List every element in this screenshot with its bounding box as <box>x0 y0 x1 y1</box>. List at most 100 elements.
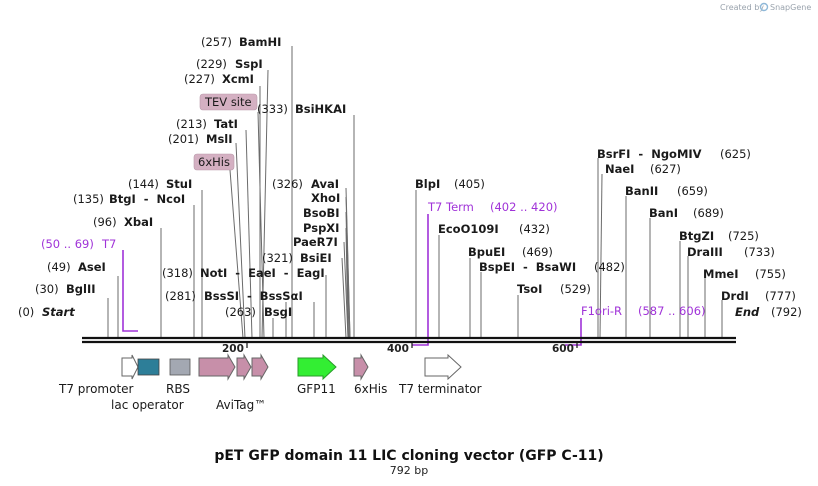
enzyme-ncoi-name[interactable]: BtgI - NcoI <box>109 192 185 206</box>
enzyme-noti-pos: (318) <box>162 266 193 280</box>
feature-6xhis-arrow[interactable] <box>353 353 369 381</box>
feature-t7-promoter-arrow[interactable] <box>121 354 139 380</box>
enzyme-xcmi-name[interactable]: XcmI <box>222 72 254 86</box>
enzyme-bsobi-name[interactable]: BsoBI <box>303 206 340 220</box>
primer-t7-name[interactable]: T7 <box>101 237 116 251</box>
primers <box>122 214 582 346</box>
primer-t7-range: (50 .. 69) <box>41 237 94 251</box>
enzyme-bsgi-pos: (263) <box>225 305 256 319</box>
tick-label-600: 600 <box>552 343 574 355</box>
tick-label-400: 400 <box>387 343 409 355</box>
enzyme-bpuei-name[interactable]: BpuEI <box>468 245 505 259</box>
map-title: pET GFP domain 11 LIC cloning vector (GF… <box>214 448 603 464</box>
leader-avai <box>345 187 351 339</box>
enzyme-bsssi-name[interactable]: BssSI - BssSαI <box>204 289 303 303</box>
feature-lac-operator-box[interactable] <box>137 358 160 376</box>
primer-f1ori-name[interactable]: F1ori-R <box>581 304 622 318</box>
credit-brand: SnapGene <box>770 3 811 12</box>
enzyme-start-name[interactable]: Start <box>42 305 75 319</box>
enzyme-start-pos: (0) <box>18 305 34 319</box>
leader-bsobi <box>345 211 350 339</box>
enzyme-stui-name[interactable]: StuI <box>166 177 192 191</box>
credit-prefix: Created by <box>720 3 764 12</box>
feature-t7-terminator-arrow[interactable] <box>424 353 462 381</box>
enzyme-bsihkai-pos: (333) <box>257 102 288 116</box>
leader-msli <box>235 142 246 339</box>
feature-his-arrow[interactable] <box>251 353 269 381</box>
enzyme-bspei-name[interactable]: BspEI - BsaWI <box>479 260 576 274</box>
primer-t7term-arrow[interactable] <box>412 214 429 346</box>
enzyme-blpi-name[interactable]: BlpI <box>415 177 440 191</box>
snapgene-logo-icon <box>759 2 769 12</box>
enzyme-drdi-name[interactable]: DrdI <box>721 289 749 303</box>
tev-site-box[interactable] <box>199 93 258 111</box>
enzyme-ecoo109i-name[interactable]: EcoO109I <box>438 222 499 236</box>
enzyme-bglii-name[interactable]: BglII <box>66 282 96 296</box>
enzyme-tati-name[interactable]: TatI <box>214 117 238 131</box>
enzyme-xbai-pos: (96) <box>93 215 117 229</box>
enzyme-asei-pos: (49) <box>47 260 71 274</box>
enzyme-mmei-name[interactable]: MmeI <box>703 267 739 281</box>
enzyme-naei-pos: (627) <box>650 162 681 176</box>
leader-bsiei <box>341 257 347 339</box>
dna-backbone: 200 400 600 <box>82 336 736 355</box>
primer-t7-arrow[interactable] <box>122 250 138 332</box>
enzyme-bamhi-name[interactable]: BamHI <box>239 35 281 49</box>
enzyme-xbai-name[interactable]: XbaI <box>124 215 153 229</box>
enzyme-pspxi-name[interactable]: PspXI <box>303 221 339 235</box>
enzyme-bspei-pos: (482) <box>594 260 625 274</box>
feature-rbs-box[interactable] <box>169 358 191 376</box>
leader-6xhis <box>229 169 244 339</box>
enzyme-tsoi-name[interactable]: TsoI <box>517 282 542 296</box>
feature-labels: T7 promoter lac operator RBS AviTag™ GFP… <box>58 382 482 412</box>
enzyme-btgzi-name[interactable]: BtgZI <box>679 229 714 243</box>
enzyme-bglii-pos: (30) <box>35 282 59 296</box>
enzyme-bamhi-pos: (257) <box>201 35 232 49</box>
feature-avitag-label: AviTag™ <box>216 398 266 412</box>
his-site-box[interactable] <box>193 153 235 171</box>
feature-gfp11-arrow[interactable] <box>297 353 337 381</box>
enzyme-ncoi-pos: (135) <box>73 192 104 206</box>
enzyme-bsgi-name[interactable]: BsgI <box>264 305 292 319</box>
his-site-label: 6xHis <box>198 155 230 169</box>
enzyme-bani-pos: (689) <box>693 206 724 220</box>
enzyme-bsssi-pos: (281) <box>165 289 196 303</box>
enzyme-sspi-name[interactable]: SspI <box>235 57 263 71</box>
enzyme-avai-pos: (326) <box>272 177 303 191</box>
enzyme-stui-pos: (144) <box>128 177 159 191</box>
enzyme-naei-name[interactable]: NaeI <box>605 162 634 176</box>
tev-site-label: TEV site <box>204 95 252 109</box>
enzyme-xhoi-name[interactable]: XhoI <box>311 191 340 205</box>
enzyme-banii-pos: (659) <box>677 184 708 198</box>
enzyme-bsrfi-name[interactable]: BsrFI - NgoMIV <box>597 147 702 161</box>
primer-f1ori-range: (587 .. 606) <box>638 304 706 318</box>
enzyme-bsiei-pos: (321) <box>262 251 293 265</box>
enzyme-leaders <box>107 46 723 339</box>
feature-tev-arrow[interactable] <box>236 353 252 381</box>
enzyme-blpi-pos: (405) <box>454 177 485 191</box>
enzyme-noti-name[interactable]: NotI - EaeI - EagI <box>200 266 325 280</box>
feature-6xhis-label: 6xHis <box>354 382 387 396</box>
enzyme-bani-name[interactable]: BanI <box>649 206 678 220</box>
leader-tev <box>257 111 265 339</box>
enzyme-draiii-pos: (733) <box>744 245 775 259</box>
enzyme-bsiei-name[interactable]: BsiEI <box>300 251 332 265</box>
enzyme-paer7i-name[interactable]: PaeR7I <box>293 235 338 249</box>
enzyme-msli-name[interactable]: MslI <box>206 132 233 146</box>
enzyme-bpuei-pos: (469) <box>522 245 553 259</box>
enzyme-asei-name[interactable]: AseI <box>78 260 106 274</box>
enzyme-drdi-pos: (777) <box>765 289 796 303</box>
enzyme-end-name[interactable]: End <box>735 305 760 319</box>
enzyme-avai-name[interactable]: AvaI <box>311 177 339 191</box>
feature-t7-promoter-label: T7 promoter <box>58 382 134 396</box>
feature-avitag-arrow[interactable] <box>198 353 236 381</box>
primer-t7term-name[interactable]: T7 Term <box>427 200 474 214</box>
enzyme-banii-name[interactable]: BanII <box>625 184 658 198</box>
feature-rbs-label: RBS <box>166 382 190 396</box>
site-features: TEV site 6xHis <box>193 93 258 171</box>
enzyme-draiii-name[interactable]: DraIII <box>687 245 723 259</box>
enzyme-bsihkai-name[interactable]: BsiHKAI <box>295 102 346 116</box>
primer-f1ori-arrow[interactable] <box>565 318 582 346</box>
enzyme-xcmi-pos: (227) <box>184 72 215 86</box>
